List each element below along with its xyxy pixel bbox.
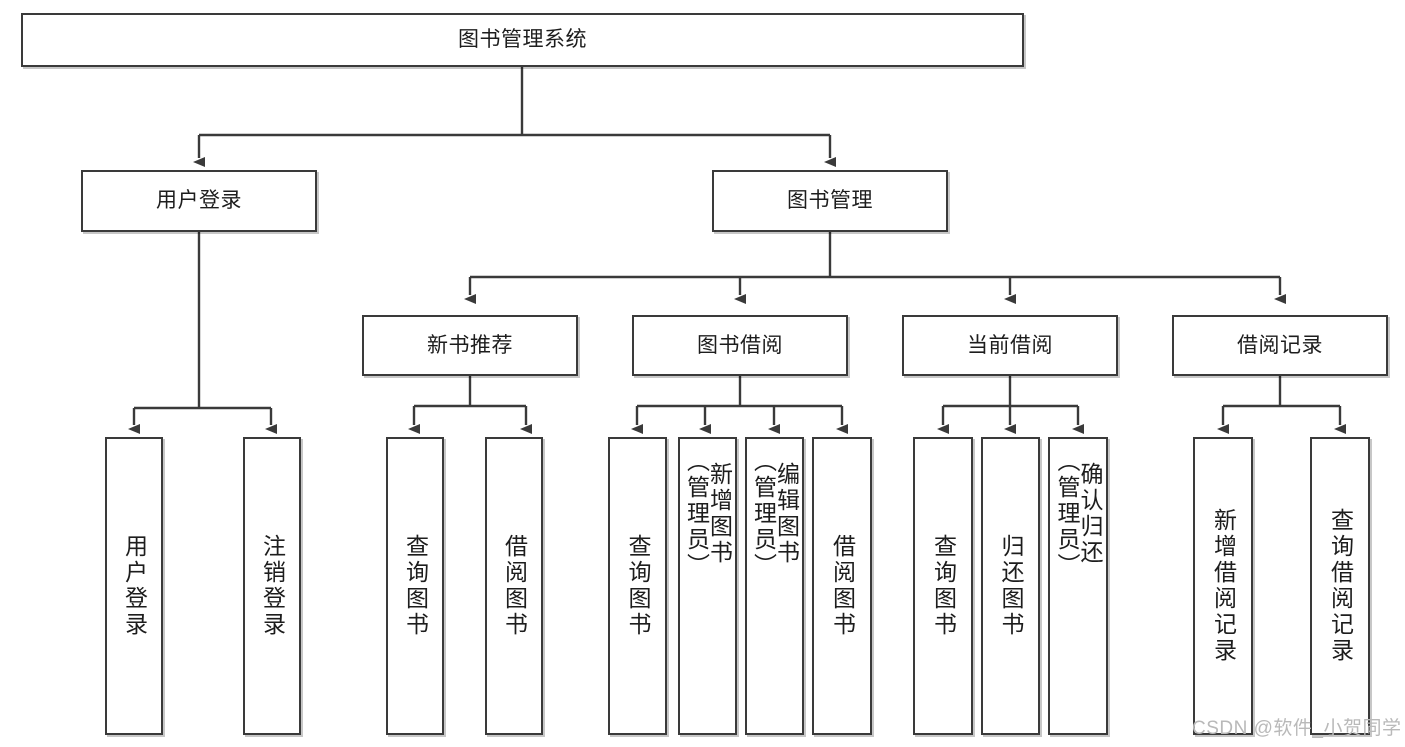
node-label: 查询图书 [402, 534, 429, 638]
node-label: 图书借阅 [697, 333, 783, 357]
node-current-borrow[interactable]: 当前借阅 [902, 315, 1118, 376]
node-label: 借阅记录 [1237, 333, 1323, 357]
node-label: 图书管理 [787, 189, 873, 213]
node-book-manage[interactable]: 图书管理 [712, 170, 948, 232]
node-label: 当前借阅 [967, 333, 1053, 357]
node-label: 借阅图书 [829, 534, 856, 638]
node-leaf-query-book-1[interactable]: 查询图书 [386, 437, 444, 735]
node-leaf-return-book[interactable]: 归还图书 [981, 437, 1040, 735]
node-leaf-add-borrow-record[interactable]: 新增借阅记录 [1193, 437, 1253, 735]
node-leaf-add-book[interactable]: 新增图书 （管理员） [678, 437, 737, 735]
node-leaf-confirm-return[interactable]: 确认归还 （管理员） [1048, 437, 1108, 735]
node-label: 新增借阅记录 [1210, 508, 1237, 664]
node-label: 用户登录 [156, 189, 242, 213]
node-leaf-query-borrow-record[interactable]: 查询借阅记录 [1310, 437, 1370, 735]
node-label: 查询借阅记录 [1327, 508, 1354, 664]
node-label: 归还图书 [998, 534, 1024, 638]
node-label: 借阅图书 [501, 534, 528, 638]
node-label: 确认归还 （管理员） [1054, 449, 1103, 579]
node-user-login[interactable]: 用户登录 [81, 170, 317, 232]
node-label: 新书推荐 [427, 333, 513, 357]
node-label: 用户登录 [121, 534, 148, 638]
node-new-book-recommend[interactable]: 新书推荐 [362, 315, 578, 376]
node-leaf-edit-book[interactable]: 编辑图书 （管理员） [745, 437, 804, 735]
node-leaf-borrow-book-1[interactable]: 借阅图书 [485, 437, 543, 735]
node-label: 图书管理系统 [458, 28, 587, 52]
node-label: 注销登录 [259, 534, 286, 638]
node-label: 查询图书 [930, 534, 957, 638]
node-label: 编辑图书 （管理员） [750, 449, 800, 579]
node-leaf-logout-login[interactable]: 注销登录 [243, 437, 301, 735]
node-label: 新增图书 （管理员） [683, 449, 733, 579]
node-leaf-query-book-3[interactable]: 查询图书 [913, 437, 973, 735]
csdn-watermark: CSDN @软件_小贺同学 [1192, 718, 1402, 739]
node-label: 查询图书 [625, 534, 651, 638]
node-leaf-user-login[interactable]: 用户登录 [105, 437, 163, 735]
node-leaf-borrow-book-2[interactable]: 借阅图书 [812, 437, 872, 735]
node-book-management-system[interactable]: 图书管理系统 [21, 13, 1024, 67]
node-borrow-record[interactable]: 借阅记录 [1172, 315, 1388, 376]
node-leaf-query-book-2[interactable]: 查询图书 [608, 437, 667, 735]
node-book-borrow[interactable]: 图书借阅 [632, 315, 848, 376]
